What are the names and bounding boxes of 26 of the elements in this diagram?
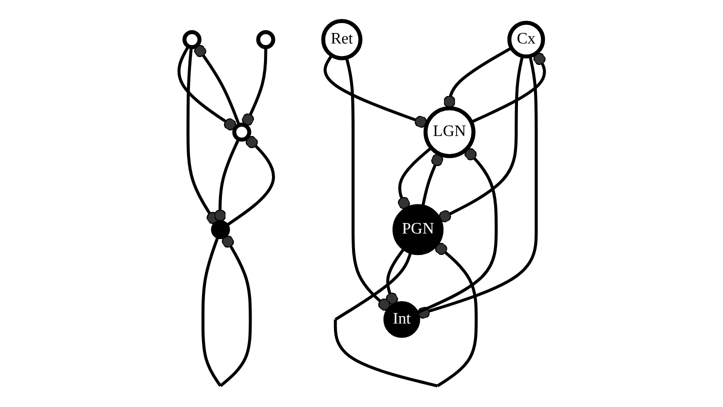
node-circle: Int (383, 301, 420, 338)
node-circle (182, 30, 202, 50)
node-circle: LGN (423, 106, 476, 158)
node-circle: Ret (320, 18, 362, 60)
connector (214, 138, 240, 222)
connector (186, 46, 218, 224)
connector (177, 45, 236, 130)
connector (226, 136, 275, 227)
node-circle (256, 30, 275, 50)
connector (201, 235, 252, 388)
connector (470, 52, 546, 124)
connector (334, 242, 478, 388)
connector (438, 56, 524, 222)
connector (386, 248, 406, 306)
connector (242, 47, 267, 126)
connector (398, 146, 432, 210)
connector (443, 46, 512, 108)
connector (323, 54, 428, 128)
connector (416, 56, 538, 319)
node-circle: Cx (507, 20, 545, 58)
connector (421, 153, 444, 207)
node-circle (232, 122, 252, 142)
node-circle: PGN (392, 204, 444, 256)
connector (344, 57, 390, 311)
node-circle (210, 220, 230, 240)
connector (194, 44, 240, 126)
